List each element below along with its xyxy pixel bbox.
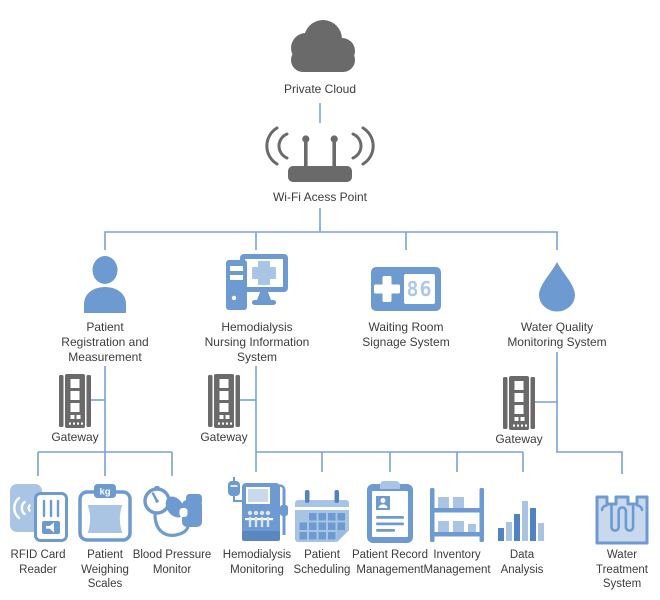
rfid-card-reader-icon	[10, 480, 68, 542]
gateway-label: Gateway	[495, 432, 543, 446]
device-label-weighing-scales: Patient Weighing Scales	[81, 549, 129, 590]
bar-chart-icon	[498, 499, 544, 541]
clipboard-record-icon	[367, 477, 413, 543]
private-cloud-label: Private Cloud	[283, 82, 357, 96]
branch-label-waiting-room-signage: Waiting Room Signage System	[362, 320, 450, 349]
hemodialysis-machine-icon	[225, 477, 289, 545]
water-treatment-icon	[594, 494, 650, 546]
calendar-icon	[295, 490, 349, 542]
gateway-icon	[502, 376, 536, 430]
device-label-water-treatment: Water Treatment System	[596, 549, 648, 590]
signage-display-icon: 86	[371, 267, 441, 311]
gateway-label: Gateway	[51, 430, 99, 444]
wifi-access-point-label: Wi-Fi Acess Point	[272, 190, 368, 204]
device-label-blood-pressure-monitor: Blood Pressure Monitor	[132, 549, 212, 576]
signage-number: 86	[406, 277, 432, 301]
weighing-scales-icon: kg	[78, 484, 132, 542]
inventory-shelf-icon	[430, 488, 484, 542]
device-label-rfid-card-reader: RFID Card Reader	[10, 549, 66, 576]
device-label-patient-scheduling: Patient Scheduling	[293, 549, 351, 576]
cloud-icon	[280, 16, 360, 74]
water-drop-icon	[537, 260, 577, 312]
gateway-icon	[207, 374, 241, 428]
blood-pressure-monitor-icon	[142, 486, 202, 542]
medical-computer-icon	[226, 252, 288, 316]
device-label-data-analysis: Data Analysis	[500, 549, 544, 576]
gateway-label: Gateway	[200, 430, 248, 444]
gateway-icon	[58, 374, 92, 428]
device-label-hemodialysis-monitoring: Hemodialysis Monitoring	[222, 549, 292, 576]
device-label-patient-record-management: Patient Record Management	[351, 549, 429, 576]
device-label-inventory-management: Inventory Management	[423, 549, 491, 576]
branch-label-patient-registration: Patient Registration and Measurement	[61, 320, 149, 364]
scales-unit: kg	[99, 487, 110, 498]
branch-label-nursing-information-system: Hemodialysis Nursing Information System	[204, 320, 310, 364]
person-icon	[82, 256, 128, 313]
wifi-access-point-icon	[265, 124, 375, 184]
branch-label-water-quality: Water Quality Monitoring System	[507, 320, 607, 349]
